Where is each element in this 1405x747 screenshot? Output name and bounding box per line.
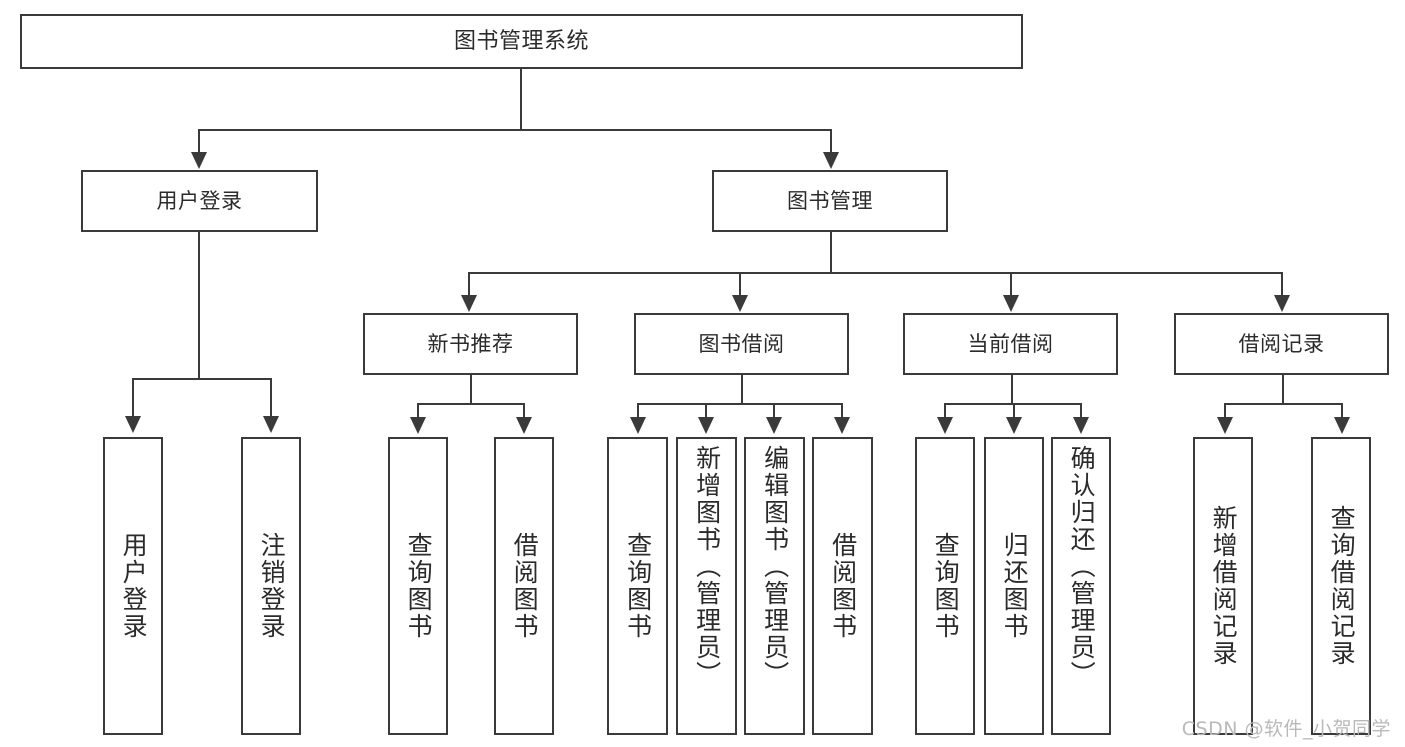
node-leaf-query-book-2[interactable]: 查询图书 — [607, 437, 668, 735]
node-leaf-edit-book[interactable]: 编辑图书（管理员） — [744, 437, 805, 735]
connector-root-to-book-manage — [830, 129, 832, 154]
node-leaf-borrow-book-1-label: 借阅图书 — [510, 532, 540, 640]
connector-bm-drop-1 — [468, 272, 470, 297]
node-leaf-borrow-book-2[interactable]: 借阅图书 — [812, 437, 873, 735]
arrow-bm-to-current-borrow — [1003, 295, 1019, 312]
arrow-bm-to-new-book-rec — [461, 295, 477, 312]
connector-br-trunk — [1282, 375, 1284, 405]
arrow-bb-leaf-3 — [766, 417, 782, 434]
node-leaf-user-login-label: 用户登录 — [119, 532, 149, 640]
node-book-manage-label: 图书管理 — [787, 188, 873, 213]
connector-user-login-trunk — [198, 232, 200, 380]
node-leaf-logout-label: 注销登录 — [257, 532, 287, 640]
node-current-borrow[interactable]: 当前借阅 — [903, 313, 1118, 375]
node-leaf-query-book-2-label: 查询图书 — [623, 532, 653, 640]
node-leaf-add-book[interactable]: 新增图书（管理员） — [676, 437, 737, 735]
connector-cb-bus — [944, 403, 1080, 405]
arrow-nbr-leaf-2 — [516, 417, 532, 434]
node-leaf-confirm-return[interactable]: 确认归还（管理员） — [1051, 437, 1111, 735]
node-leaf-query-book-3[interactable]: 查询图书 — [915, 437, 975, 735]
arrow-cb-leaf-3 — [1073, 417, 1089, 434]
arrow-root-to-book-manage — [823, 152, 839, 169]
connector-bb-bus — [637, 403, 843, 405]
node-leaf-query-book-1[interactable]: 查询图书 — [388, 437, 448, 735]
node-leaf-return-book-label: 归还图书 — [1000, 532, 1030, 640]
arrow-br-leaf-1 — [1217, 417, 1233, 434]
connector-bm-drop-2 — [739, 272, 741, 297]
connector-nbr-trunk — [470, 375, 472, 405]
connector-user-login-drop-1 — [132, 378, 134, 418]
connector-bb-drop-3 — [773, 403, 775, 419]
connector-user-login-bus — [132, 378, 270, 380]
node-user-login-label: 用户登录 — [156, 188, 243, 213]
connector-cb-trunk — [1011, 375, 1013, 405]
connector-br-drop-2 — [1341, 403, 1343, 419]
node-leaf-borrow-book-2-label: 借阅图书 — [828, 532, 858, 640]
node-leaf-borrow-book-1[interactable]: 借阅图书 — [494, 437, 554, 735]
connector-root-trunk — [520, 69, 522, 129]
node-book-borrow-label: 图书借阅 — [698, 331, 785, 356]
arrow-bb-leaf-1 — [630, 417, 646, 434]
arrow-user-login-leaf-1 — [125, 416, 141, 433]
node-root-label: 图书管理系统 — [453, 28, 589, 54]
arrow-user-login-leaf-2 — [263, 416, 279, 433]
connector-bb-drop-4 — [841, 403, 843, 419]
node-leaf-query-book-1-label: 查询图书 — [404, 532, 434, 640]
node-book-manage[interactable]: 图书管理 — [712, 170, 948, 232]
node-leaf-query-record[interactable]: 查询借阅记录 — [1311, 437, 1371, 735]
connector-bm-drop-3 — [1010, 272, 1012, 297]
node-leaf-add-record-label: 新增借阅记录 — [1209, 505, 1239, 667]
node-new-book-rec-label: 新书推荐 — [427, 331, 514, 356]
arrow-cb-leaf-2 — [1006, 417, 1022, 434]
connector-cb-drop-3 — [1080, 403, 1082, 419]
node-leaf-user-login[interactable]: 用户登录 — [103, 437, 163, 735]
connector-nbr-drop-2 — [523, 403, 525, 419]
connector-cb-drop-1 — [944, 403, 946, 419]
node-current-borrow-label: 当前借阅 — [967, 331, 1054, 356]
node-leaf-add-record[interactable]: 新增借阅记录 — [1193, 437, 1253, 735]
arrow-bm-to-borrow-record — [1274, 295, 1290, 312]
node-leaf-logout[interactable]: 注销登录 — [241, 437, 301, 735]
node-root[interactable]: 图书管理系统 — [20, 14, 1023, 69]
node-leaf-return-book[interactable]: 归还图书 — [984, 437, 1044, 735]
arrow-bm-to-book-borrow — [732, 295, 748, 312]
node-leaf-edit-book-label: 编辑图书（管理员） — [760, 445, 790, 688]
node-book-borrow[interactable]: 图书借阅 — [634, 313, 849, 375]
connector-bb-drop-1 — [637, 403, 639, 419]
connector-root-bus — [198, 129, 832, 131]
connector-bb-drop-2 — [705, 403, 707, 419]
connector-cb-drop-2 — [1013, 403, 1015, 419]
connector-book-manage-bus — [468, 272, 1282, 274]
node-borrow-record[interactable]: 借阅记录 — [1174, 313, 1389, 375]
connector-user-login-drop-2 — [270, 378, 272, 418]
arrow-root-to-user-login — [191, 152, 207, 169]
connector-book-manage-trunk — [830, 232, 832, 274]
connector-br-drop-1 — [1224, 403, 1226, 419]
arrow-bb-leaf-2 — [698, 417, 714, 434]
node-user-login[interactable]: 用户登录 — [81, 170, 318, 232]
arrow-bb-leaf-4 — [834, 417, 850, 434]
node-leaf-confirm-return-label: 确认归还（管理员） — [1067, 445, 1097, 688]
connector-br-bus — [1224, 403, 1341, 405]
arrow-cb-leaf-1 — [937, 417, 953, 434]
arrow-br-leaf-2 — [1334, 417, 1350, 434]
connector-nbr-bus — [417, 403, 523, 405]
arrow-nbr-leaf-1 — [410, 417, 426, 434]
node-leaf-query-book-3-label: 查询图书 — [931, 532, 961, 640]
node-leaf-query-record-label: 查询借阅记录 — [1327, 505, 1357, 667]
connector-bb-trunk — [741, 375, 743, 405]
connector-bm-drop-4 — [1281, 272, 1283, 297]
node-leaf-add-book-label: 新增图书（管理员） — [692, 445, 722, 688]
connector-nbr-drop-1 — [417, 403, 419, 419]
node-new-book-rec[interactable]: 新书推荐 — [363, 313, 578, 375]
connector-root-to-user-login — [198, 129, 200, 154]
node-borrow-record-label: 借阅记录 — [1238, 331, 1325, 356]
